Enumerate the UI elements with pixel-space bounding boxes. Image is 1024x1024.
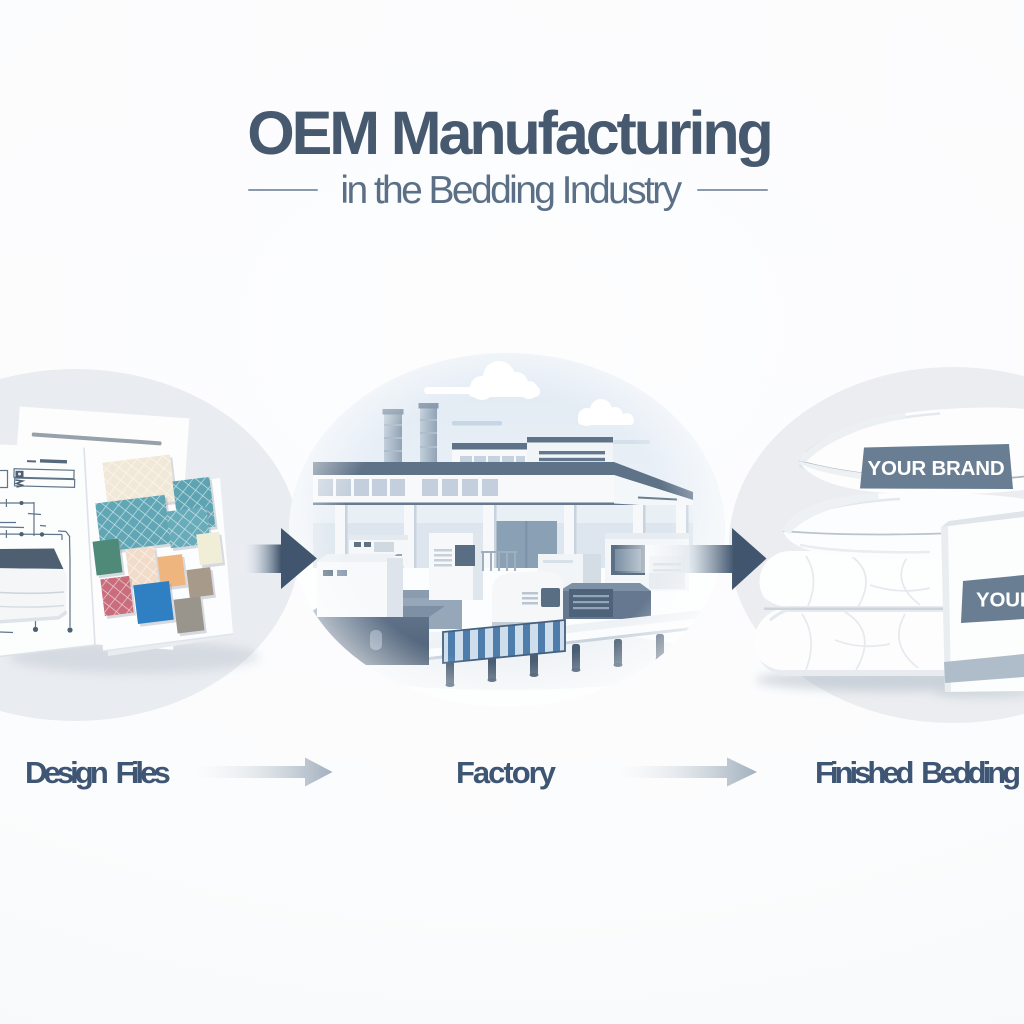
svg-text:YOUR B: YOUR B [976,589,1024,612]
svg-text:YOUR BRAND: YOUR BRAND [868,457,1005,480]
